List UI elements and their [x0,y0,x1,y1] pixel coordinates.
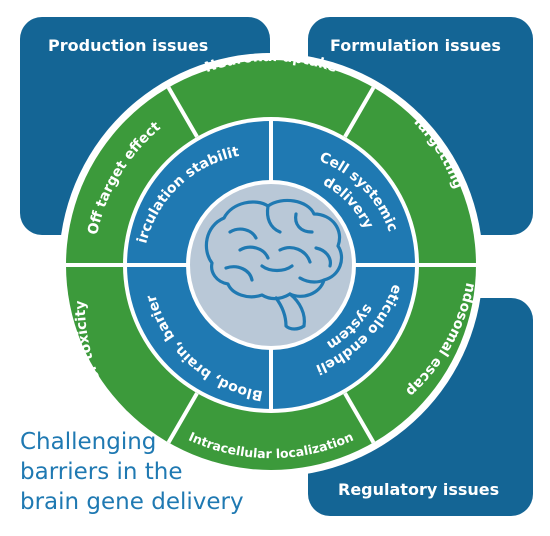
brain-icon [204,198,344,331]
brain-core [190,184,352,346]
caption-line-2: barriers in the [20,459,183,485]
caption-line-1: Challenging [20,429,157,455]
production-issues-label: Production issues [48,36,209,55]
regulatory-issues-label: Regulatory issues [338,480,500,499]
outer-dividers [66,86,476,444]
formulation-issues-label: Formulation issues [330,36,501,55]
diagram-caption: Challenging barriers in the brain gene d… [20,427,280,517]
inner-dividers [127,121,415,409]
caption-line-3: brain gene delivery [20,489,244,515]
